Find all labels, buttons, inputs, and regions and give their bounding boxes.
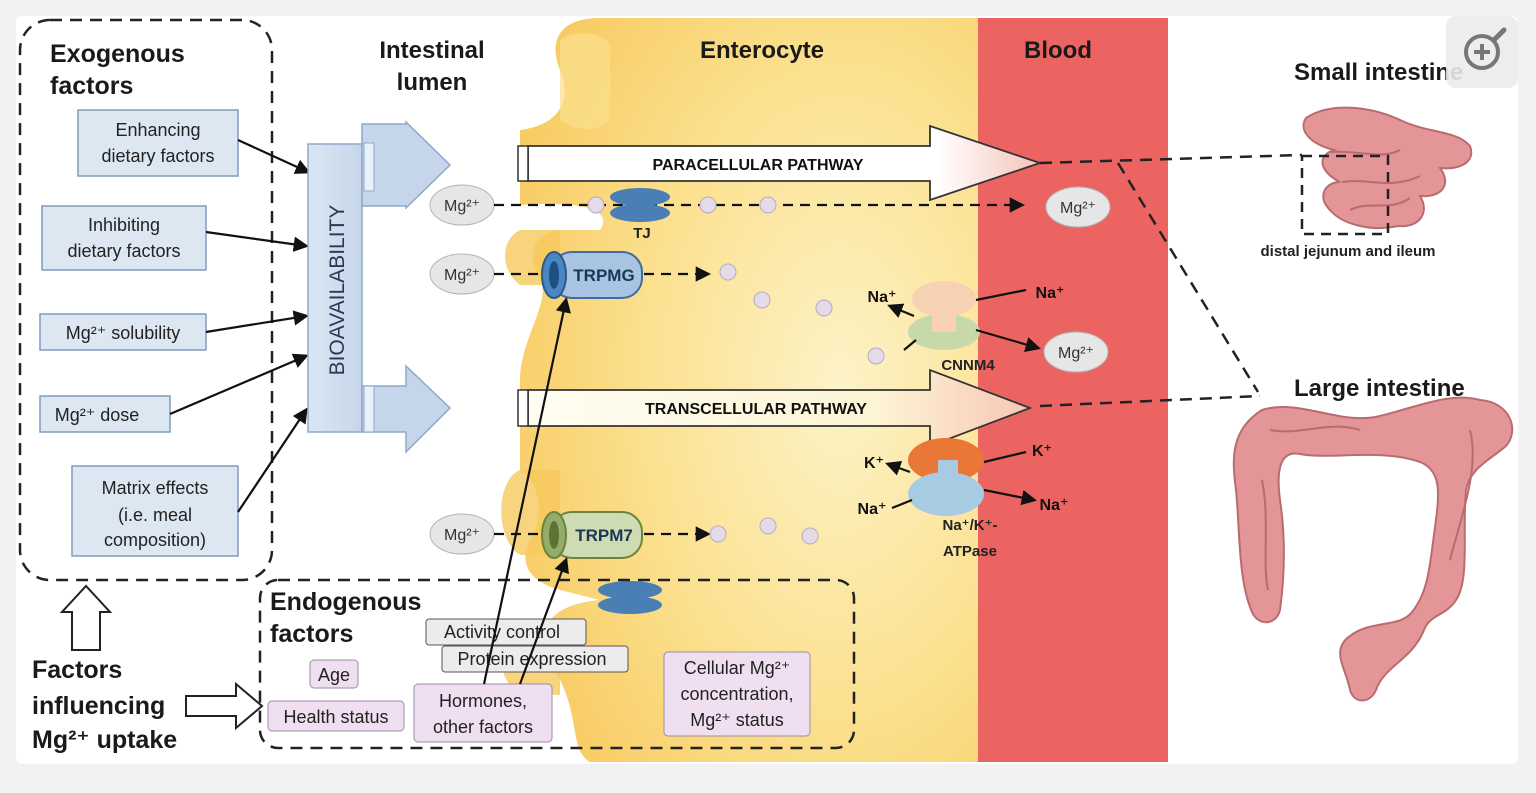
zoom-button[interactable] xyxy=(1446,16,1518,88)
large-intestine-title: Large intestine xyxy=(1294,375,1465,402)
transcellular-label: TRANSCELLULAR PATHWAY xyxy=(645,401,867,418)
factors-label: Factors influencing Mg²⁺ uptake xyxy=(32,584,264,754)
svg-text:other factors: other factors xyxy=(433,717,533,737)
exogenous-title-1: Exogenous xyxy=(50,40,185,68)
paracellular-label: PARACELLULAR PATHWAY xyxy=(653,157,864,174)
svg-text:Mg²⁺ status: Mg²⁺ status xyxy=(690,710,784,730)
svg-text:Mg²⁺: Mg²⁺ xyxy=(1058,345,1094,362)
svg-text:composition): composition) xyxy=(104,530,206,550)
endogenous-age: Age xyxy=(309,659,359,689)
mg-ion-blood-1: Mg²⁺ xyxy=(1045,186,1111,228)
endogenous-hormones: Hormones, other factors xyxy=(413,683,553,743)
small-intestine-illustration xyxy=(1300,106,1473,236)
endogenous-group xyxy=(258,578,856,750)
mg-ion-blood-2: Mg²⁺ xyxy=(1043,331,1109,373)
mg-dots xyxy=(587,196,885,545)
endogenous-health: Health status xyxy=(267,700,405,732)
trpmg-channel: TRPMG xyxy=(541,251,643,299)
svg-text:concentration,: concentration, xyxy=(680,684,793,704)
endogenous-title-1: Endogenous xyxy=(270,588,421,616)
na-ion-label-4: Na⁺ xyxy=(1040,497,1069,514)
exogenous-box-solubility: Mg²⁺ solubility xyxy=(39,313,207,351)
tj-label: TJ xyxy=(633,225,651,242)
lumen-heading-2: lumen xyxy=(397,69,468,96)
na-ion-label-2: Na⁺ xyxy=(1036,285,1065,302)
svg-text:Mg²⁺: Mg²⁺ xyxy=(1060,200,1096,217)
tight-junction: TJ xyxy=(610,188,670,242)
lumen-heading-1: Intestinal xyxy=(379,37,484,64)
exogenous-box-matrix: Matrix effects (i.e. meal composition) xyxy=(71,465,239,557)
svg-text:Age: Age xyxy=(318,665,350,685)
blood-heading: Blood xyxy=(1024,37,1092,64)
svg-text:Enhancing: Enhancing xyxy=(115,120,200,140)
small-intestine-title: Small intestine xyxy=(1294,59,1463,86)
svg-text:Mg²⁺: Mg²⁺ xyxy=(444,527,480,544)
bioavailability-block: BIOAVAILABILITY xyxy=(307,120,452,454)
paracellular-arrow: PARACELLULAR PATHWAY xyxy=(517,124,1043,202)
cnnm4-label: CNNM4 xyxy=(941,357,995,374)
endogenous-activity-control: Activity control xyxy=(425,618,587,646)
atpase-arrows xyxy=(885,450,1038,510)
svg-text:Mg²⁺: Mg²⁺ xyxy=(444,198,480,215)
intestine-connectors xyxy=(1039,153,1303,408)
svg-text:Hormones,: Hormones, xyxy=(439,691,527,711)
svg-text:TRPM7: TRPM7 xyxy=(575,526,633,545)
tight-junction-lower xyxy=(598,581,662,614)
svg-text:Health status: Health status xyxy=(283,707,388,727)
svg-text:Protein expression: Protein expression xyxy=(457,649,606,669)
enterocyte-heading: Enterocyte xyxy=(700,37,824,64)
exogenous-box-enhancing: Enhancing dietary factors xyxy=(77,109,239,177)
cnnm4-exchanger: CNNM4 xyxy=(908,281,995,374)
endogenous-cellular: Cellular Mg²⁺ concentration, Mg²⁺ status xyxy=(663,651,811,737)
svg-text:Mg²⁺ dose: Mg²⁺ dose xyxy=(55,405,140,425)
exogenous-box-inhibiting: Inhibiting dietary factors xyxy=(41,205,207,271)
exogenous-box-dose: Mg²⁺ dose xyxy=(39,395,171,433)
transcellular-arrow: TRANSCELLULAR PATHWAY xyxy=(517,368,1033,448)
zoom-in-icon xyxy=(1464,27,1507,70)
svg-text:Matrix effects: Matrix effects xyxy=(102,478,209,498)
svg-text:Mg²⁺: Mg²⁺ xyxy=(444,267,480,284)
endogenous-title-2: factors xyxy=(270,620,353,648)
svg-text:(i.e. meal: (i.e. meal xyxy=(118,505,192,525)
mg-ion-para: Mg²⁺ xyxy=(429,184,495,226)
k-ion-label-1: K⁺ xyxy=(864,455,884,472)
factors-label-2: influencing xyxy=(32,692,165,720)
svg-text:dietary factors: dietary factors xyxy=(101,146,214,166)
dashed-transport-lines xyxy=(494,197,1026,542)
svg-text:dietary factors: dietary factors xyxy=(67,241,180,261)
svg-text:Mg²⁺ solubility: Mg²⁺ solubility xyxy=(66,323,181,343)
k-ion-label-2: K⁺ xyxy=(1032,443,1052,460)
na-k-atpase: Na⁺/K⁺- ATPase xyxy=(908,438,998,560)
atpase-label-2: ATPase xyxy=(943,543,997,560)
mg-ion-trpmg: Mg²⁺ xyxy=(429,253,495,295)
small-intestine-caption: distal jejunum and ileum xyxy=(1260,243,1435,260)
na-ion-label-3: Na⁺ xyxy=(858,501,887,518)
svg-text:Activity control: Activity control xyxy=(444,622,560,642)
svg-text:TRPMG: TRPMG xyxy=(573,266,634,285)
mg-ion-trpm7: Mg²⁺ xyxy=(429,513,495,555)
factors-label-3: Mg²⁺ uptake xyxy=(32,726,177,754)
exogenous-title-2: factors xyxy=(50,72,133,100)
svg-text:Cellular Mg²⁺: Cellular Mg²⁺ xyxy=(684,658,791,678)
svg-text:Inhibiting: Inhibiting xyxy=(88,215,160,235)
factors-label-1: Factors xyxy=(32,656,122,684)
exogenous-group xyxy=(18,18,274,582)
exogenous-arrows xyxy=(169,138,311,513)
regulation-arrows xyxy=(482,296,571,685)
large-intestine-illustration xyxy=(1232,396,1514,702)
endogenous-protein-expression: Protein expression xyxy=(441,645,629,673)
blood-column xyxy=(978,18,1168,762)
na-ion-label-1: Na⁺ xyxy=(868,289,897,306)
trpm7-channel: TRPM7 xyxy=(541,511,643,559)
atpase-label-1: Na⁺/K⁺- xyxy=(942,517,997,534)
cnnm4-arrows xyxy=(887,288,1041,352)
bioavailability-label: BIOAVAILABILITY xyxy=(326,205,349,376)
